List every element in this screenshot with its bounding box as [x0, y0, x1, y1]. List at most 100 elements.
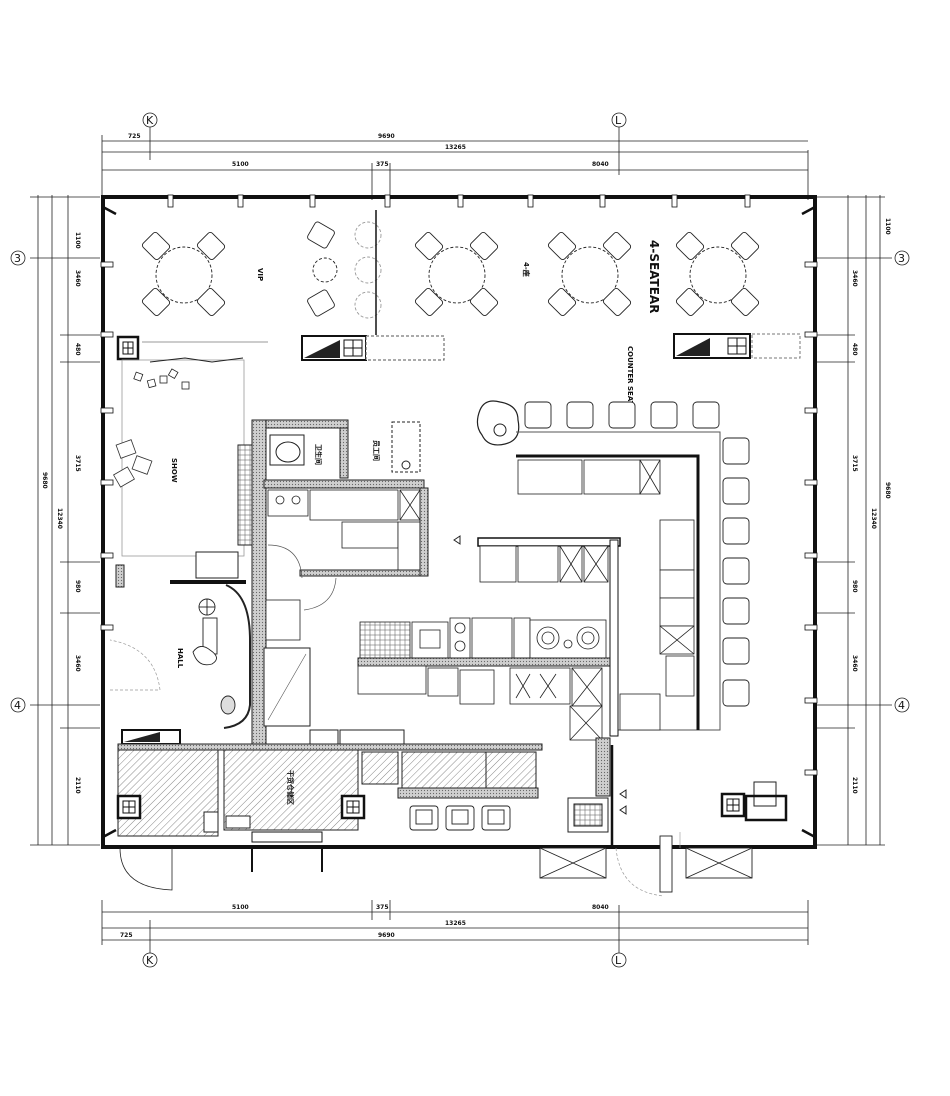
two-seat-table — [307, 221, 382, 319]
corner-braces — [102, 205, 816, 839]
svg-text:3460: 3460 — [74, 270, 81, 287]
svg-text:4: 4 — [14, 699, 21, 712]
svg-text:2110: 2110 — [851, 777, 858, 794]
corner-cabinet — [753, 781, 777, 807]
svg-text:1100: 1100 — [884, 218, 891, 235]
toilet-wall-east — [339, 427, 349, 479]
svg-text:9680: 9680 — [884, 482, 891, 499]
axis-bubble-top-k: K — [142, 112, 158, 128]
svg-text:K: K — [146, 114, 154, 127]
staff-room: 员工间 — [372, 421, 421, 473]
axis-bubble-bottom-k: K — [142, 952, 158, 968]
svg-text:9680: 9680 — [41, 472, 48, 489]
dim-bottom-9690: 9690 — [378, 932, 395, 939]
vip-table-set — [141, 231, 226, 317]
lounge-chairs — [113, 439, 153, 488]
svg-text:卫生间: 卫生间 — [314, 444, 323, 465]
dimension-top — [101, 125, 809, 200]
svg-text:3460: 3460 — [851, 655, 858, 672]
svg-text:12340: 12340 — [56, 508, 63, 529]
svg-text:员工间: 员工间 — [372, 440, 381, 461]
axis-bubble-left-3: 3 — [10, 250, 26, 266]
four-seat-table-b — [547, 231, 632, 317]
kitchen-range-row — [359, 617, 607, 659]
cabinet-bottom-mid — [309, 729, 339, 745]
dry-storage-label: 干货仓储区 — [286, 770, 295, 805]
door-swing-prep-2 — [303, 577, 337, 611]
four-seat-table-c — [675, 231, 760, 317]
show-partition — [149, 357, 244, 363]
door-bottom-left — [119, 847, 173, 891]
dimension-left — [30, 195, 100, 846]
kitchen-center-wall — [357, 657, 615, 667]
svg-text:3715: 3715 — [851, 455, 858, 472]
svg-text:980: 980 — [74, 580, 81, 593]
dim-bottom-375: 375 — [376, 904, 389, 911]
toilet-room: 卫生间 — [269, 434, 323, 466]
counter-equipment — [517, 459, 695, 731]
host-stand — [476, 400, 520, 446]
display-cabinet — [195, 551, 239, 579]
four-seat-label: 4-SEATEAR — [647, 240, 661, 313]
dim-top-375: 375 — [376, 161, 389, 168]
counter-seat-label: COUNTER SEAT — [626, 346, 634, 406]
svg-text:4: 4 — [898, 699, 905, 712]
entrance-vestibules — [539, 835, 753, 893]
dim-top-8040: 8040 — [592, 161, 609, 168]
dimension-right — [815, 195, 892, 846]
svg-text:480: 480 — [74, 343, 81, 356]
vip-label: VIP — [256, 268, 264, 281]
svg-text:3715: 3715 — [74, 455, 81, 472]
storage-wall-top — [117, 743, 543, 751]
svg-text:12340: 12340 — [870, 508, 877, 529]
prep-equipment — [265, 489, 421, 641]
hall-curved-wall — [223, 584, 251, 729]
dry-storage-left — [117, 749, 219, 837]
dim-bottom-725: 725 — [120, 932, 133, 939]
svg-text:K: K — [146, 954, 154, 967]
dimension-right-labels: 1100 3460 480 3715 980 3460 2110 9680 12… — [851, 218, 891, 794]
svg-text:480: 480 — [851, 343, 858, 356]
hall-reception-desk — [192, 598, 236, 715]
kitchen-wall-top — [477, 537, 621, 547]
entry-door-swing — [109, 639, 161, 691]
dim-bottom-8040: 8040 — [592, 904, 609, 911]
axis-bubble-left-4: 4 — [10, 697, 26, 713]
hall-pillar — [115, 564, 125, 588]
prep-wall-east — [419, 487, 429, 577]
counter-top — [516, 431, 721, 731]
kitchen-line-bottom — [357, 665, 603, 741]
counter-stools — [524, 401, 750, 707]
svg-text:2110: 2110 — [74, 777, 81, 794]
svg-text:L: L — [615, 954, 622, 967]
svg-text:980: 980 — [851, 580, 858, 593]
storage-sinks — [409, 805, 511, 831]
axis-bubble-right-4: 4 — [894, 697, 910, 713]
dim-bottom-13265: 13265 — [445, 920, 466, 927]
show-wall-shelf — [237, 444, 253, 546]
dim-bottom-5100: 5100 — [232, 904, 249, 911]
axis-bubble-right-3: 3 — [894, 250, 910, 266]
hall-label: HALL — [176, 648, 184, 669]
storage-columns — [116, 792, 746, 820]
toilet-wall-top — [265, 419, 349, 429]
svg-text:3460: 3460 — [74, 655, 81, 672]
four-seat-label-cn: 4-座 — [522, 262, 531, 277]
axis-bubble-top-l: L — [611, 112, 627, 128]
svg-text:3: 3 — [14, 252, 21, 265]
axis-bubble-bottom-l: L — [611, 952, 627, 968]
column-left — [116, 335, 140, 361]
dim-top-5100: 5100 — [232, 161, 249, 168]
dim-top-9690: 9690 — [378, 133, 395, 140]
svg-text:L: L — [615, 114, 622, 127]
annotation-arrows — [453, 535, 627, 815]
window-mullions — [100, 194, 818, 776]
four-seat-table-a — [414, 231, 499, 317]
door-swing-prep — [267, 544, 303, 579]
dimension-left-labels: 1100 3460 480 3715 980 3460 2110 9680 12… — [41, 232, 81, 794]
hall-divider — [170, 580, 246, 584]
prep-wall-bottom — [299, 569, 427, 577]
kitchen-wall-south — [595, 737, 611, 797]
dim-top-13265: 13265 — [445, 144, 466, 151]
show-display-items — [133, 368, 190, 390]
